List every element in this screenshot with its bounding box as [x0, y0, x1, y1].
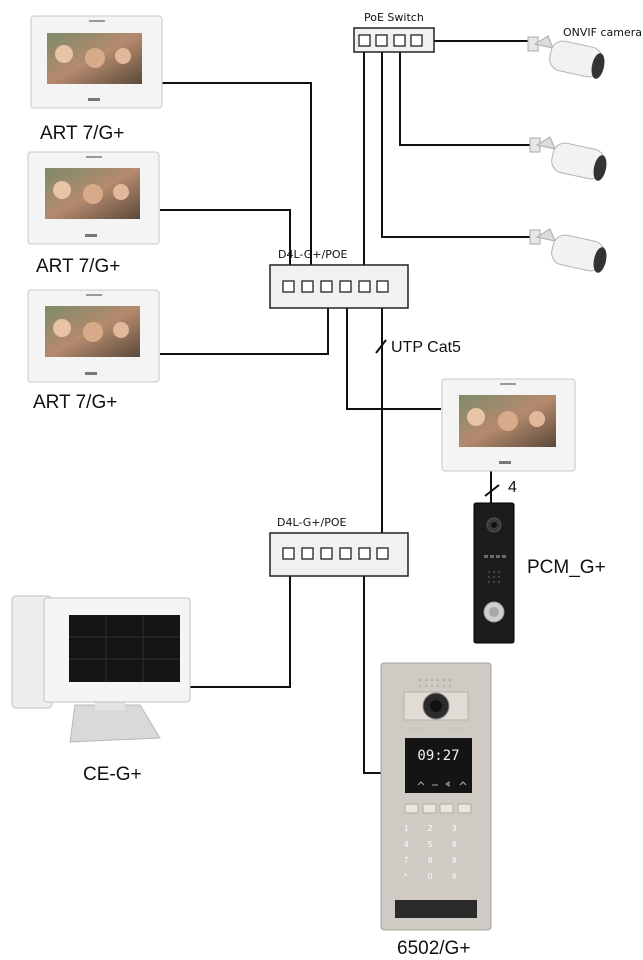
utp-slash-mark	[375, 339, 387, 354]
utp-cable-label: UTP Cat5	[391, 339, 461, 356]
art-monitor-3	[27, 289, 160, 383]
wire-count-label: 4	[508, 479, 517, 496]
panel-label: 6502/G+	[397, 938, 471, 959]
keypad-key[interactable]: 3	[452, 824, 457, 833]
ce-label: CE-G+	[83, 764, 142, 785]
poe-switch-label: PoE Switch	[364, 11, 424, 24]
art-label-1: ART 7/G+	[40, 123, 125, 144]
keypad-key[interactable]: *	[404, 872, 408, 881]
art-monitor-4	[441, 378, 576, 472]
wire-camera-2	[399, 43, 538, 146]
art-label-2: ART 7/G+	[36, 256, 121, 277]
keypad-key[interactable]: 1	[404, 824, 409, 833]
onvif-camera-2	[529, 136, 607, 181]
keypad-key[interactable]: 0	[428, 872, 433, 881]
d4l-switch-top	[269, 264, 409, 309]
d4l-switch-bottom	[269, 532, 409, 577]
wire-camera-3	[381, 43, 538, 238]
keypad-key[interactable]: 7	[404, 856, 409, 865]
panel-6502	[380, 662, 492, 931]
wire-art2	[160, 209, 291, 286]
wire-art1	[160, 82, 312, 286]
keypad-key[interactable]: 8	[428, 856, 433, 865]
wire-panel	[363, 559, 381, 774]
panel-keypad: 1 2 3 4 5 6 7 8 9 * 0 #	[404, 824, 470, 890]
wire-count-slash-mark	[484, 484, 500, 497]
onvif-camera-1	[527, 35, 605, 79]
onvif-camera-label: ONVIF camera	[563, 26, 643, 39]
poe-switch	[353, 27, 435, 53]
keypad-key[interactable]: 2	[428, 824, 433, 833]
wires	[160, 40, 538, 774]
d4l-top-label: D4L-G+/POE	[278, 248, 348, 261]
wire-ce	[188, 559, 291, 688]
keypad-key[interactable]: 9	[452, 856, 457, 865]
keypad-key[interactable]: 5	[428, 840, 433, 849]
pcm-label: PCM_G+	[527, 557, 606, 578]
keypad-key[interactable]: #	[452, 872, 457, 881]
wire-art4	[346, 290, 441, 410]
keypad-key[interactable]: 4	[404, 840, 409, 849]
art-label-3: ART 7/G+	[33, 392, 118, 413]
art-monitor-1	[30, 15, 163, 109]
panel-time-display: 09:27	[417, 748, 460, 764]
wire-art3	[160, 290, 329, 355]
pcm-door-unit	[473, 502, 515, 644]
keypad-key[interactable]: 6	[452, 840, 457, 849]
ce-desk-unit	[11, 595, 191, 743]
onvif-camera-3	[529, 228, 607, 273]
art-monitor-2	[27, 151, 160, 245]
d4l-bottom-label: D4L-G+/POE	[277, 516, 347, 529]
